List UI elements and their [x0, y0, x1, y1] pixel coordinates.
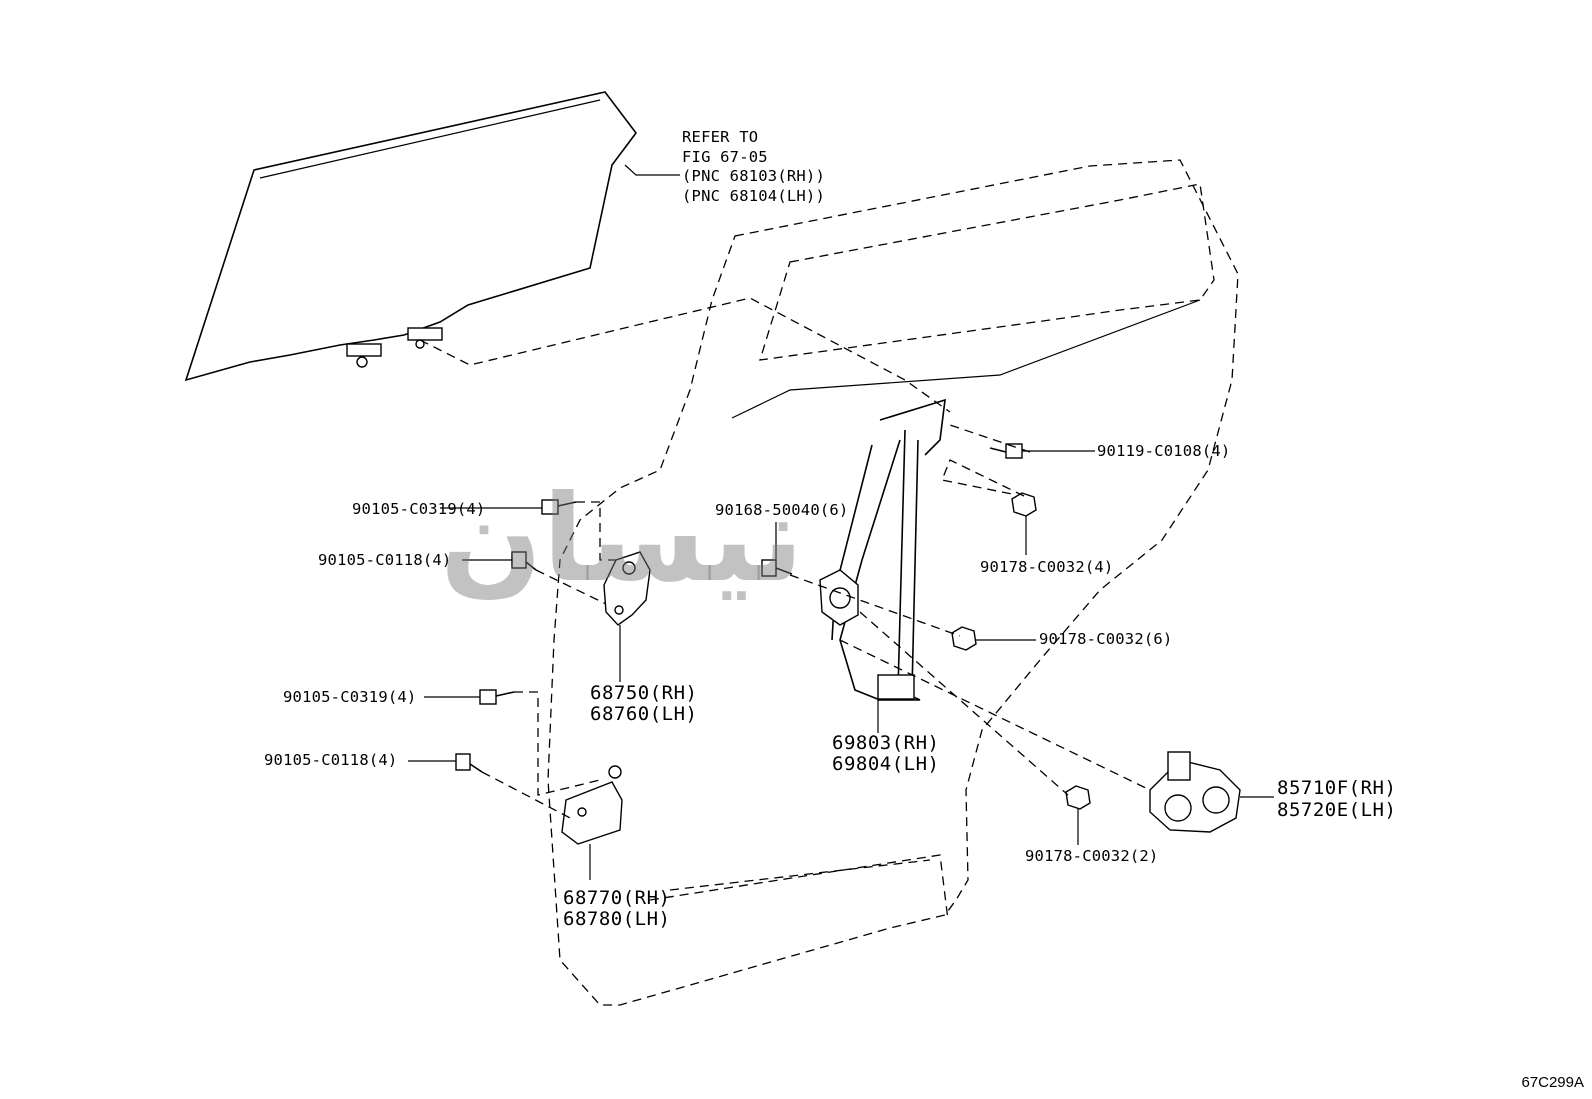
callout-90168-50040: 90168-50040(6) [715, 501, 849, 519]
bolt-icon-lower-0118 [455, 753, 483, 773]
callout-90105-c0118-lower: 90105-C0118(4) [264, 751, 398, 769]
callout-90105-c0319-upper: 90105-C0319(4) [352, 500, 486, 518]
glass-clip-left [346, 343, 382, 368]
bolt-icon-lower-0319 [479, 689, 515, 705]
window-regulator [819, 398, 946, 701]
watermark: نيسان [440, 470, 804, 609]
screw-icon-90168 [761, 559, 793, 577]
refer-note-line4: (PNC 68104(LH)) [682, 187, 825, 205]
callout-90119-c0108: 90119-C0108(4) [1097, 442, 1231, 460]
callout-90105-c0118-upper: 90105-C0118(4) [318, 551, 452, 569]
part-85720e-lh: 85720E(LH) [1277, 799, 1397, 821]
part-69803-rh: 69803(RH) [832, 732, 940, 754]
refer-note-line1: REFER TO [682, 128, 759, 146]
door-panel-outline [547, 159, 1239, 1006]
glass-clip-right [407, 327, 443, 349]
bolt-icon-upper-0319 [541, 499, 577, 515]
callout-90105-c0319-lower: 90105-C0319(4) [283, 688, 417, 706]
upper-hinge [603, 551, 651, 626]
nut-icon-90178-4 [1011, 492, 1037, 517]
lower-hinge [561, 765, 623, 845]
part-85710f-rh: 85710F(RH) [1277, 777, 1397, 799]
callout-90178-c0032-4: 90178-C0032(4) [980, 558, 1114, 576]
part-69804-lh: 69804(LH) [832, 753, 940, 775]
callout-90178-c0032-2: 90178-C0032(2) [1025, 847, 1159, 865]
part-68760-lh: 68760(LH) [590, 703, 698, 725]
refer-note-line2: FIG 67-05 [682, 148, 768, 166]
nut-icon-90178-2 [1065, 785, 1091, 810]
callout-90178-c0032-6: 90178-C0032(6) [1039, 630, 1173, 648]
refer-note-line3: (PNC 68103(RH)) [682, 167, 825, 185]
nut-icon-90178-6 [951, 626, 977, 651]
part-68770-rh: 68770(RH) [563, 887, 671, 909]
glass-guide-dashline [419, 297, 951, 413]
part-68780-lh: 68780(LH) [563, 908, 671, 930]
figure-id: 67C299A [1521, 1074, 1584, 1091]
bolt-icon-90119 [989, 443, 1023, 459]
fastener-dashlines [481, 424, 1151, 821]
part-68750-rh: 68750(RH) [590, 682, 698, 704]
leader-lines [408, 164, 1274, 880]
regulator-motor [1149, 751, 1241, 833]
